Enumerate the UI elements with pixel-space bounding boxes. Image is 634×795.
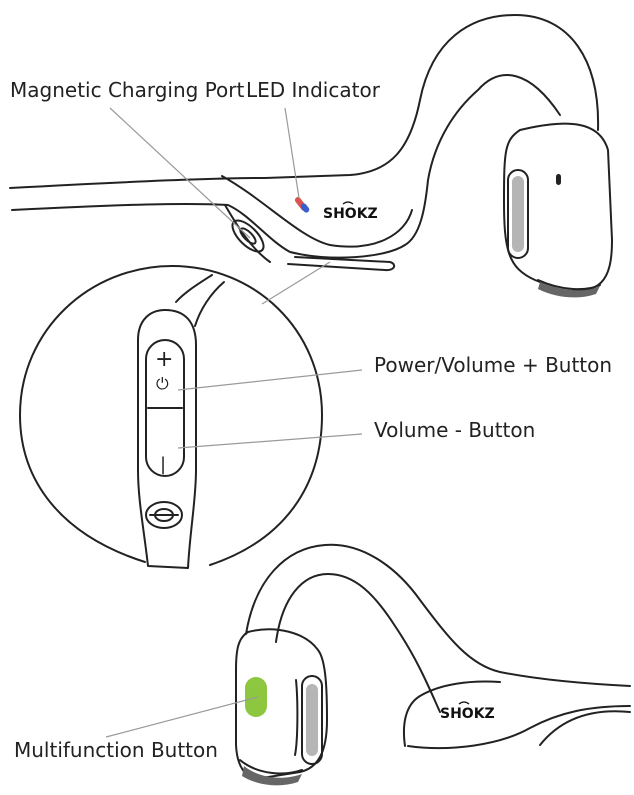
leader-led-indicator xyxy=(284,107,300,199)
leader-multifunction xyxy=(105,696,259,738)
bottom-headphone-body-lower xyxy=(407,705,631,750)
bottom-headphone-band-outer xyxy=(245,543,631,687)
bottom-headphone-transducer xyxy=(301,675,323,765)
bottom-headphone-transducer-fill xyxy=(306,684,318,756)
bottom-brand-logo: SHOKZ xyxy=(440,706,495,722)
zoom-cable-right xyxy=(194,281,225,327)
top-brand-logo: SHOKZ xyxy=(323,206,378,222)
zoom-detail xyxy=(19,265,323,569)
zoom-cable-left xyxy=(175,274,213,303)
bottom-headphone-cable-end xyxy=(539,710,631,746)
top-headphone-button-strip xyxy=(287,256,396,272)
leader-lines xyxy=(105,107,363,738)
leader-power-volume-plus xyxy=(177,369,363,391)
top-headphone-earpiece-base-shade xyxy=(538,282,600,298)
top-headphone xyxy=(9,14,613,292)
bottom-headphone-body-front xyxy=(402,680,501,747)
label-power-volume-plus: Power/Volume + Button xyxy=(374,353,613,377)
power-button-icon: ⏻ xyxy=(156,374,169,393)
label-volume-minus: Volume - Button xyxy=(374,418,536,442)
bottom-headphone-earpiece-base-shade xyxy=(242,766,302,786)
leader-magnetic-charging-port xyxy=(109,107,251,239)
top-logo-arc-icon xyxy=(342,201,354,205)
bottom-logo-arc-icon xyxy=(458,701,470,705)
top-headphone-transducer-fill xyxy=(512,176,524,252)
top-headphone-mic-slot xyxy=(556,174,561,185)
top-headphone-band-inner xyxy=(221,175,413,248)
top-headphone-transducer xyxy=(507,169,529,259)
plus-button-icon: + xyxy=(155,347,173,372)
label-multifunction: Multifunction Button xyxy=(14,738,218,762)
leader-zoom xyxy=(261,261,331,305)
leader-volume-minus xyxy=(177,433,363,449)
top-headphone-band-upper xyxy=(9,14,600,189)
magnetic-charging-port-icon xyxy=(231,219,265,253)
zoom-button-pad xyxy=(145,339,185,477)
top-headphone-earpiece-bottom xyxy=(537,279,601,291)
zoom-button-housing xyxy=(137,309,197,569)
bottom-headphone xyxy=(235,543,631,780)
zoom-magnetic-port-icon xyxy=(145,501,183,529)
minus-button-icon: | xyxy=(160,454,166,475)
bottom-headphone-band-inner xyxy=(275,573,441,713)
top-headphone-port-housing xyxy=(224,204,271,263)
bottom-headphone-earpiece-bottom xyxy=(239,759,303,775)
bottom-headphone-edge-curve xyxy=(294,679,299,756)
led-indicator-blue-icon xyxy=(300,203,310,213)
bottom-headphone-earpiece xyxy=(235,628,328,780)
zoom-circle-outline xyxy=(19,265,323,566)
label-magnetic-charging-port: Magnetic Charging Port xyxy=(10,78,245,102)
label-led-indicator: LED Indicator xyxy=(246,78,380,102)
top-headphone-band-lower xyxy=(11,74,561,259)
